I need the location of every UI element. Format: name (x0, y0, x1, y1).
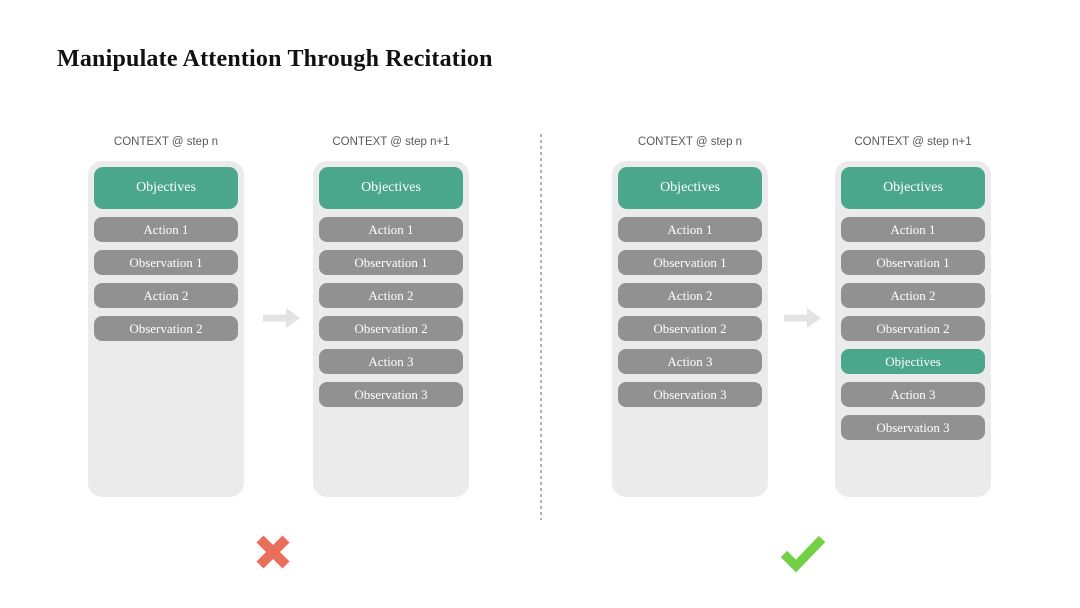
step-pill: Observation 2 (319, 316, 463, 341)
step-pill: Action 1 (94, 217, 238, 242)
column-header: CONTEXT @ step n (637, 136, 743, 148)
column-header: CONTEXT @ step n (113, 136, 219, 148)
column-header: CONTEXT @ step n+1 (332, 136, 450, 148)
step-pill: Observation 3 (618, 382, 762, 407)
step-pill: Action 2 (319, 283, 463, 308)
step-pill: Observation 1 (618, 250, 762, 275)
step-pill: Observation 2 (94, 316, 238, 341)
cross-icon (256, 535, 290, 569)
objectives-pill: Objectives (841, 167, 985, 209)
step-pill: Action 2 (618, 283, 762, 308)
step-pill: Action 1 (618, 217, 762, 242)
step-pill: Observation 3 (319, 382, 463, 407)
step-pill: Observation 2 (618, 316, 762, 341)
objectives-pill: Objectives (319, 167, 463, 209)
check-icon (780, 535, 826, 573)
objectives-pill: Objectives (618, 167, 762, 209)
step-pill: Observation 1 (94, 250, 238, 275)
step-pill: Action 3 (841, 382, 985, 407)
step-pill: Action 2 (841, 283, 985, 308)
objectives-pill: Objectives (94, 167, 238, 209)
step-pill: Action 2 (94, 283, 238, 308)
divider (540, 134, 542, 520)
step-pill: Observation 1 (319, 250, 463, 275)
page-title: Manipulate Attention Through Recitation (57, 46, 493, 72)
column-header: CONTEXT @ step n+1 (854, 136, 972, 148)
step-pill: Action 1 (319, 217, 463, 242)
step-pill: Action 3 (319, 349, 463, 374)
step-pill: Observation 3 (841, 415, 985, 440)
step-pill: Action 1 (841, 217, 985, 242)
objectives-pill: Objectives (841, 349, 985, 374)
step-pill: Observation 2 (841, 316, 985, 341)
arrow-right-icon (784, 308, 821, 328)
step-pill: Action 3 (618, 349, 762, 374)
step-pill: Observation 1 (841, 250, 985, 275)
arrow-right-icon (263, 308, 300, 328)
